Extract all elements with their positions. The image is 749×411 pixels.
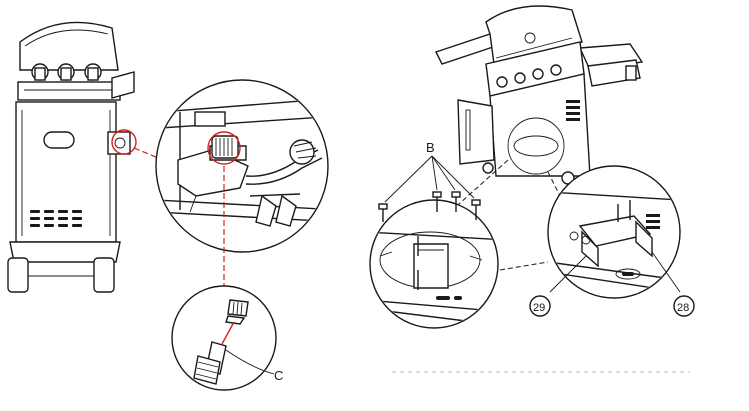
regulator-box xyxy=(107,131,131,155)
control-knobs xyxy=(31,63,102,81)
side-burner-stub xyxy=(111,71,135,99)
label-part-29: 29 xyxy=(533,302,545,314)
grill-lid xyxy=(19,21,119,71)
mount-clip-right xyxy=(275,194,297,227)
caster-right xyxy=(93,257,115,293)
left-side-shelf xyxy=(435,33,497,65)
leader-c xyxy=(225,349,275,375)
bracket-leg-29 xyxy=(581,230,599,268)
grill-perspective-view xyxy=(435,5,644,185)
hose-fitting xyxy=(289,139,315,165)
base-bolts-zoom xyxy=(369,199,499,329)
vent-slots xyxy=(30,210,82,227)
label-part-b: B xyxy=(426,140,435,155)
open-cabinet-door xyxy=(457,99,495,165)
label-circle-28 xyxy=(673,295,695,317)
grill-side-view xyxy=(7,21,135,293)
manifold-bracket xyxy=(194,111,226,127)
leader-28 xyxy=(651,251,681,293)
callout-origin-base xyxy=(507,117,565,175)
tank-bracket-28 xyxy=(578,215,652,247)
igniter-cap xyxy=(211,135,239,159)
callout-igniter-circle xyxy=(207,131,241,165)
label-part-c: C xyxy=(274,368,283,383)
callout-origin-circle xyxy=(111,129,137,155)
caster-left xyxy=(7,257,29,293)
zoom-circle-igniter xyxy=(171,285,277,391)
label-part-28: 28 xyxy=(677,302,689,314)
cart-cabinet xyxy=(15,101,117,243)
tank-bracket xyxy=(413,243,449,289)
leader-between-zooms xyxy=(499,261,549,271)
mount-clip-left xyxy=(255,194,277,227)
bracket-parts-zoom xyxy=(547,165,681,299)
cart-base xyxy=(9,241,121,263)
control-panel xyxy=(17,81,121,101)
door-handle xyxy=(43,131,75,149)
igniter-detail-zoom: C xyxy=(171,285,283,391)
valve-detail-zoom xyxy=(155,79,329,253)
bolts-b xyxy=(378,155,481,290)
leader-to-zoom-left xyxy=(449,159,509,213)
label-circle-29 xyxy=(529,295,551,317)
leader-29 xyxy=(549,255,587,293)
wheel-front-left xyxy=(482,162,494,174)
